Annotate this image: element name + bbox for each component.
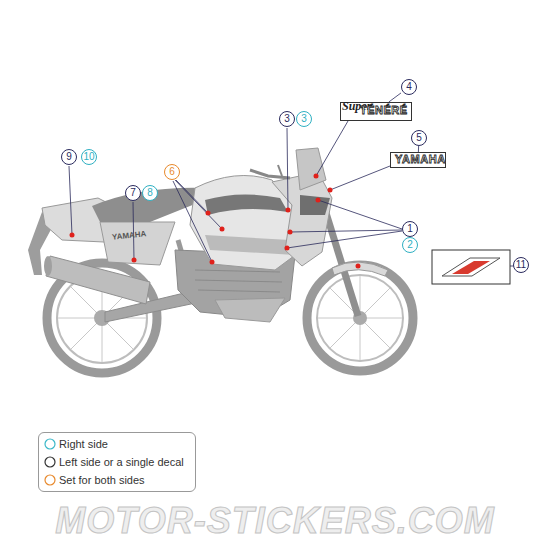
callout-text: 11 — [516, 260, 526, 270]
fairing-panel — [300, 195, 330, 215]
decal-point — [206, 211, 211, 216]
callout-number: 8 — [142, 185, 158, 201]
leader-line — [287, 128, 288, 210]
callout-text: 6 — [169, 167, 175, 177]
callout-number: 6 — [164, 164, 180, 180]
callout-text: 1 — [407, 224, 413, 234]
decal-text: YAMAHA — [395, 154, 446, 165]
callout-text: 2 — [407, 240, 413, 250]
tank-stripe — [205, 235, 295, 255]
decal-text: TÉNÉRÉ — [360, 105, 408, 116]
decal-point — [70, 233, 75, 238]
engine-fins — [195, 270, 282, 292]
callout-number: 2 — [402, 237, 418, 253]
legend-samples — [45, 439, 55, 485]
legend-sample — [45, 457, 55, 467]
windscreen — [296, 148, 326, 190]
callout-number: 5 — [411, 130, 427, 146]
fender-decal-preview — [432, 250, 510, 284]
callout-text: 3 — [301, 114, 307, 124]
decal-point — [316, 198, 321, 203]
decal-point — [285, 246, 290, 251]
callout-text: 8 — [147, 188, 153, 198]
handlebar — [250, 170, 290, 178]
decal-stripe — [442, 258, 500, 276]
callout-number: 11 — [513, 257, 529, 273]
leader-line — [173, 180, 222, 262]
callout-text: 10 — [83, 152, 94, 162]
callout-number: 1 — [402, 221, 418, 237]
decal-point — [328, 188, 333, 193]
front-rim — [317, 275, 403, 361]
leader-line — [316, 121, 348, 176]
callout-number: 10 — [81, 149, 97, 165]
callout-text: 5 — [416, 133, 422, 143]
callout-text: 9 — [66, 152, 72, 162]
skid-plate — [215, 298, 285, 322]
decal-point — [356, 264, 361, 269]
decal-points — [70, 174, 361, 269]
front-fender — [332, 262, 388, 276]
decal-point — [314, 174, 319, 179]
leader-line — [330, 166, 390, 190]
callout-text: 4 — [406, 82, 412, 92]
callout-number: 3 — [296, 111, 312, 127]
legend-text: Set for both sides — [59, 474, 145, 486]
leader-line — [287, 200, 402, 248]
front-tire — [307, 265, 413, 371]
legend-box: Right sideLeft side or a single decalSet… — [38, 432, 196, 492]
callout-number: 4 — [401, 79, 417, 95]
callout-text: 3 — [284, 114, 290, 124]
side-cover — [100, 222, 175, 265]
decal-point — [288, 230, 293, 235]
tank-stripe — [205, 194, 288, 215]
decal-frame — [432, 250, 510, 284]
connector-line — [389, 93, 401, 102]
mirror — [278, 165, 282, 176]
legend-text: Left side or a single decal — [59, 456, 184, 468]
callout-number: 3 — [279, 111, 295, 127]
decal-point — [210, 260, 215, 265]
decal-preview: SuperTÉNÉRÉ — [340, 102, 412, 121]
decal-stripe — [452, 261, 490, 274]
front-wheel — [307, 265, 413, 371]
leader-lines — [69, 121, 514, 266]
decal-preview: YAMAHA — [390, 152, 446, 168]
legend-sample — [45, 475, 55, 485]
decal-point — [220, 227, 225, 232]
decal-point — [132, 258, 137, 263]
exhaust-cap — [44, 256, 52, 276]
legend-text: Right side — [59, 438, 108, 450]
decal-point — [286, 208, 291, 213]
leader-line — [69, 166, 72, 235]
callout-number: 9 — [61, 149, 77, 165]
legend-sample — [45, 439, 55, 449]
watermark: MOTOR-STICKERS.COM — [0, 500, 550, 542]
callout-text: 7 — [130, 188, 136, 198]
front-spokes — [318, 276, 402, 360]
callout-number: 7 — [125, 185, 141, 201]
